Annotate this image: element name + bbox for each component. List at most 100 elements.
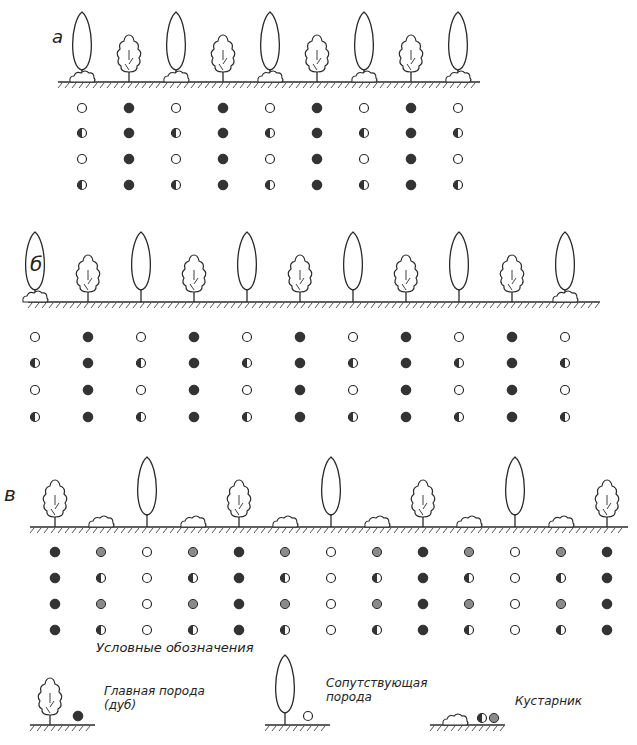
- shrub-dot: [280, 599, 289, 608]
- shrub-dot-half: [243, 359, 248, 368]
- shrub-dot: [31, 359, 40, 368]
- companion-dot: [360, 155, 369, 164]
- companion-dot: [455, 333, 464, 342]
- companion-tree: [450, 232, 469, 290]
- ground-hatch: [430, 726, 504, 731]
- oak-tree: [500, 255, 524, 292]
- shrub-dot-half: [373, 626, 378, 635]
- oak-dot: [124, 103, 134, 113]
- legend-text: Кустарник: [515, 694, 625, 708]
- oak-tree: [117, 35, 141, 72]
- shrub: [457, 516, 482, 527]
- oak-dot: [83, 332, 93, 342]
- shrub-dot-half: [266, 181, 271, 190]
- oak-tree: [411, 480, 435, 517]
- shrub-dot-half: [455, 413, 460, 422]
- oak-branches: [313, 50, 321, 70]
- companion-tree: [556, 232, 575, 290]
- companion-dot: [327, 548, 336, 557]
- shrub-dot: [189, 574, 198, 583]
- companion-dot: [137, 386, 146, 395]
- oak-dot: [124, 128, 134, 138]
- shrub-dot-half: [349, 359, 354, 368]
- companion-dot: [143, 626, 152, 635]
- oak-dot: [401, 385, 411, 395]
- companion-dot: [137, 333, 146, 342]
- companion-dot: [349, 333, 358, 342]
- shrub-dot: [281, 626, 290, 635]
- oak-dot: [418, 625, 428, 635]
- shrub-dot: [360, 129, 369, 138]
- companion-tree: [322, 457, 341, 515]
- oak-branches: [51, 495, 59, 515]
- companion-dot: [78, 104, 87, 113]
- oak-dot: [83, 358, 93, 368]
- shrub-dot: [280, 547, 289, 556]
- scheme-letter: в: [4, 482, 16, 506]
- oak-dot: [50, 599, 60, 609]
- oak-dot: [295, 358, 305, 368]
- oak-tree: [182, 255, 206, 292]
- oak-tree: [595, 480, 619, 517]
- ground-hatch: [265, 726, 325, 731]
- shrub-dot-half: [561, 359, 566, 368]
- shrub-dot: [454, 181, 463, 190]
- oak-dot: [507, 358, 517, 368]
- shrub: [446, 71, 471, 82]
- oak-dot: [418, 599, 428, 609]
- shrub-dot: [561, 359, 570, 368]
- shrub-dot: [97, 626, 106, 635]
- companion-dot: [511, 548, 520, 557]
- shrub-dot-half: [373, 574, 378, 583]
- oak-dot: [418, 573, 428, 583]
- shrub-dot-half: [349, 413, 354, 422]
- oak-dot: [234, 599, 244, 609]
- shrub: [70, 71, 95, 82]
- shrub-dot: [172, 181, 181, 190]
- oak-branches: [508, 270, 516, 290]
- shrub-dot: [489, 713, 498, 722]
- companion-dot: [143, 574, 152, 583]
- companion-dot: [243, 386, 252, 395]
- oak-dot: [401, 332, 411, 342]
- shrub-dot-half: [189, 574, 194, 583]
- companion-tree: [261, 12, 280, 70]
- oak-tree: [211, 35, 235, 72]
- oak-dot: [189, 358, 199, 368]
- companion-dot: [31, 333, 40, 342]
- companion-tree: [73, 12, 92, 70]
- companion-tree: [344, 232, 363, 290]
- shrub-dot: [360, 181, 369, 190]
- shrub: [553, 291, 578, 302]
- shrub-dot: [349, 359, 358, 368]
- shrub: [273, 516, 298, 527]
- oak-dot: [295, 332, 305, 342]
- companion-dot: [266, 155, 275, 164]
- shrub-dot-half: [78, 181, 82, 190]
- shrub-dot: [349, 413, 358, 422]
- shrub-dot-half: [455, 359, 460, 368]
- shrub-dot: [478, 714, 487, 723]
- oak-branches: [419, 495, 427, 515]
- oak-branches: [296, 270, 304, 290]
- oak-tree: [76, 255, 100, 292]
- shrub-dot-half: [172, 181, 177, 190]
- oak-dot: [218, 103, 228, 113]
- oak-branches: [84, 270, 92, 290]
- companion-dot: [304, 712, 313, 721]
- shrub-dot-half: [465, 574, 470, 583]
- shrub-dot: [464, 547, 473, 556]
- oak-dot: [312, 128, 322, 138]
- companion-dot: [143, 548, 152, 557]
- ground-line: [30, 724, 95, 726]
- shrub-dot: [372, 599, 381, 608]
- companion-dot: [327, 600, 336, 609]
- oak-dot: [312, 180, 322, 190]
- companion-tree: [167, 12, 186, 70]
- oak-dot: [406, 103, 416, 113]
- oak-dot: [418, 547, 428, 557]
- shrub-dot-half: [137, 413, 142, 422]
- companion-dot: [561, 333, 570, 342]
- shrub-dot: [243, 413, 252, 422]
- shrub-dot-half: [360, 181, 364, 190]
